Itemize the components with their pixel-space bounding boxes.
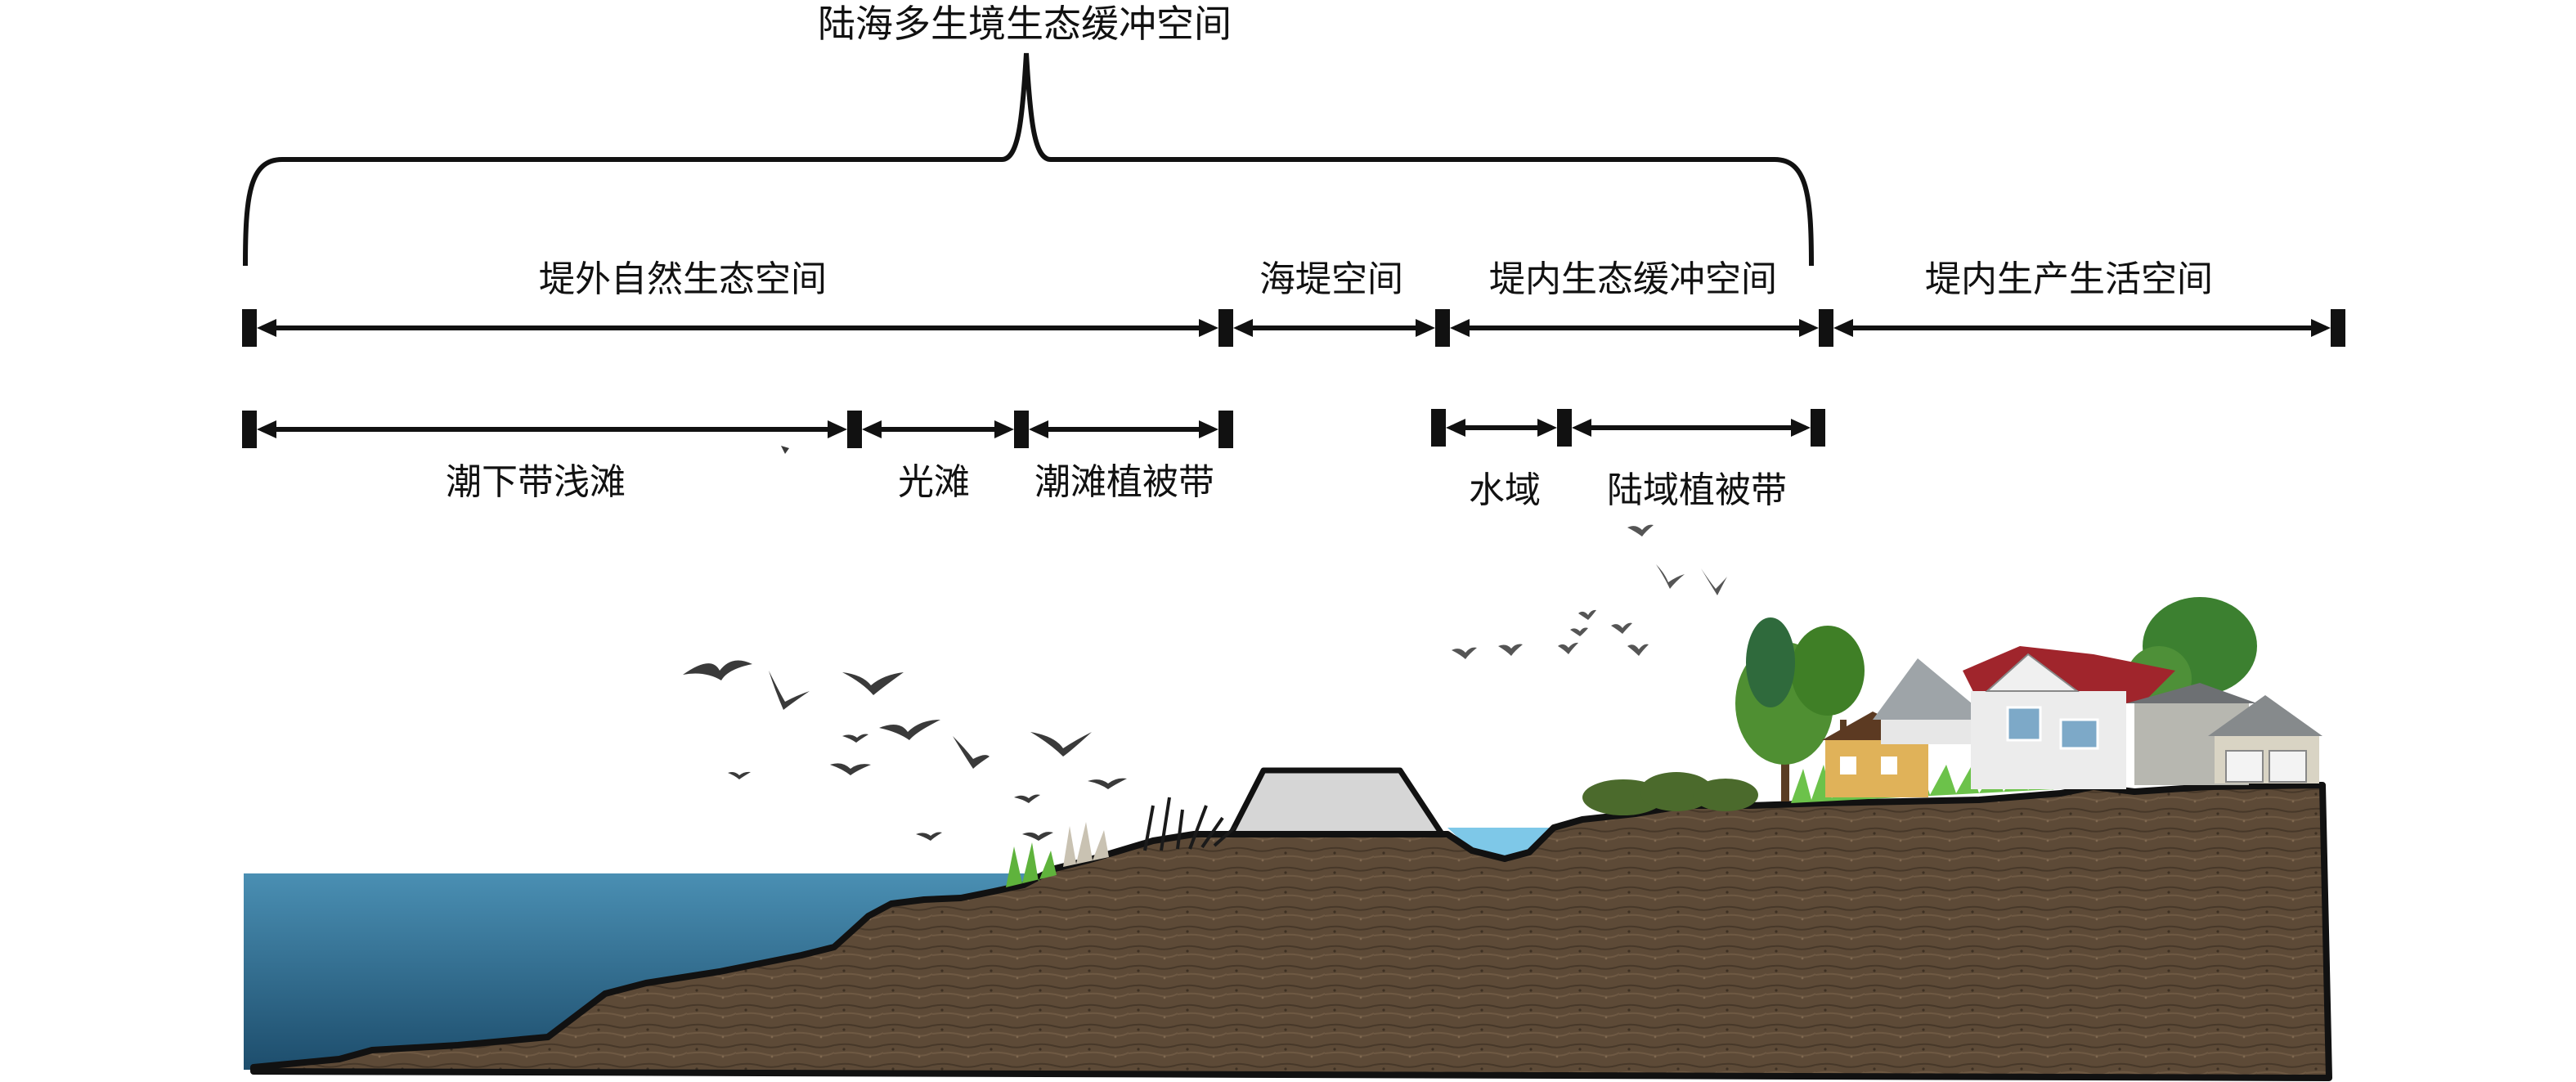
grass-icon xyxy=(1006,822,1109,887)
house-icon xyxy=(1822,646,2322,797)
zone-label-subtidal: 潮下带浅滩 xyxy=(446,461,626,503)
zone-label-seawall: 海堤空间 xyxy=(1259,258,1403,300)
zone-label-inner-production: 堤内生产生活空间 xyxy=(1925,258,2213,300)
zone-label-inner-buffer: 堤内生态缓冲空间 xyxy=(1489,258,1777,300)
soil-profile xyxy=(250,782,2332,1081)
reeds-icon xyxy=(1143,797,1238,851)
zone-label-water-area: 水域 xyxy=(1469,469,1541,511)
zone-label-tidal-vegetation: 潮滩植被带 xyxy=(1034,461,1214,503)
zone-label-land-vegetation: 陆域植被带 xyxy=(1607,469,1787,511)
bird-icon xyxy=(1452,524,1727,659)
overall-title: 陆海多生境生态缓冲空间 xyxy=(818,2,1232,46)
zone-label-mudflat: 光滩 xyxy=(898,461,970,503)
level1-dimension-arrows xyxy=(242,309,2345,347)
zone-label-outer-natural: 堤外自然生态空间 xyxy=(539,258,827,300)
level2-dimension-arrows xyxy=(242,409,1825,448)
shrub-icon xyxy=(1582,772,1758,815)
overall-brace xyxy=(243,52,1814,267)
bird-icon xyxy=(683,446,1127,841)
